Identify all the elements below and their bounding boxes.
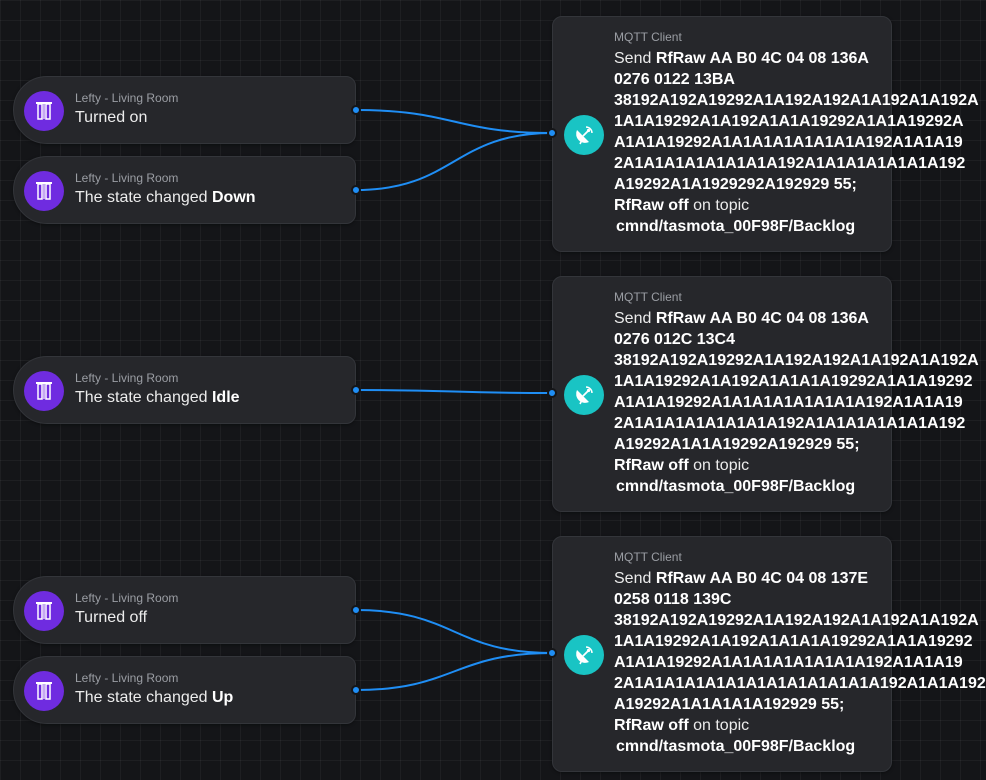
action-input-port[interactable]: [547, 648, 557, 658]
wire-idle-to-action-2[interactable]: [355, 389, 553, 394]
action-app-name: MQTT Client: [614, 290, 682, 304]
trigger-event-text: Turned off: [75, 609, 148, 626]
action-card-mqtt-1[interactable]: MQTT Client Send RfRaw AA B0 4C 04 08 13…: [552, 16, 979, 252]
trigger-card-state-down[interactable]: Lefty - Living Room The state changed Do…: [13, 156, 356, 224]
mqtt-topic: cmnd/tasmota_00F98F/Backlog: [616, 218, 856, 235]
satellite-dish-icon: [564, 375, 604, 415]
trigger-device-name: Lefty - Living Room: [75, 91, 179, 105]
trigger-card-turned-off[interactable]: Lefty - Living Room Turned off: [13, 576, 356, 644]
action-app-name: MQTT Client: [614, 550, 682, 564]
action-card-mqtt-3[interactable]: MQTT Client Send RfRaw AA B0 4C 04 08 13…: [552, 536, 986, 772]
trigger-device-name: Lefty - Living Room: [75, 171, 179, 185]
blinds-icon: [24, 671, 64, 711]
wire-turned-off-to-action-3[interactable]: [355, 609, 553, 654]
wire-up-to-action-3[interactable]: [355, 652, 553, 691]
trigger-card-turned-on[interactable]: Lefty - Living Room Turned on: [13, 76, 356, 144]
trigger-event-text: The state changed Up: [75, 689, 234, 706]
trigger-device-name: Lefty - Living Room: [75, 591, 179, 605]
trigger-output-port[interactable]: [351, 385, 361, 395]
mqtt-topic: cmnd/tasmota_00F98F/Backlog: [616, 738, 856, 755]
trigger-event-text: The state changed Down: [75, 189, 256, 206]
trigger-device-name: Lefty - Living Room: [75, 671, 179, 685]
satellite-dish-icon: [564, 635, 604, 675]
blinds-icon: [24, 591, 64, 631]
blinds-icon: [24, 91, 64, 131]
trigger-card-state-idle[interactable]: Lefty - Living Room The state changed Id…: [13, 356, 356, 424]
trigger-output-port[interactable]: [351, 105, 361, 115]
action-description: Send RfRaw AA B0 4C 04 08 136A 0276 012C…: [614, 310, 979, 495]
action-input-port[interactable]: [547, 388, 557, 398]
action-card-mqtt-2[interactable]: MQTT Client Send RfRaw AA B0 4C 04 08 13…: [552, 276, 979, 512]
trigger-event-text: The state changed Idle: [75, 389, 240, 406]
mqtt-topic: cmnd/tasmota_00F98F/Backlog: [616, 478, 856, 495]
trigger-output-port[interactable]: [351, 185, 361, 195]
blinds-icon: [24, 371, 64, 411]
trigger-output-port[interactable]: [351, 605, 361, 615]
satellite-dish-icon: [564, 115, 604, 155]
action-description: Send RfRaw AA B0 4C 04 08 136A 0276 0122…: [614, 50, 979, 235]
action-input-port[interactable]: [547, 128, 557, 138]
wire-turned-on-to-action-1[interactable]: [355, 109, 553, 134]
trigger-event-text: Turned on: [75, 109, 148, 126]
trigger-output-port[interactable]: [351, 685, 361, 695]
action-description: Send RfRaw AA B0 4C 04 08 137E 0258 0118…: [614, 570, 986, 755]
trigger-device-name: Lefty - Living Room: [75, 371, 179, 385]
blinds-icon: [24, 171, 64, 211]
wire-down-to-action-1[interactable]: [355, 132, 553, 191]
trigger-card-state-up[interactable]: Lefty - Living Room The state changed Up: [13, 656, 356, 724]
action-app-name: MQTT Client: [614, 30, 682, 44]
